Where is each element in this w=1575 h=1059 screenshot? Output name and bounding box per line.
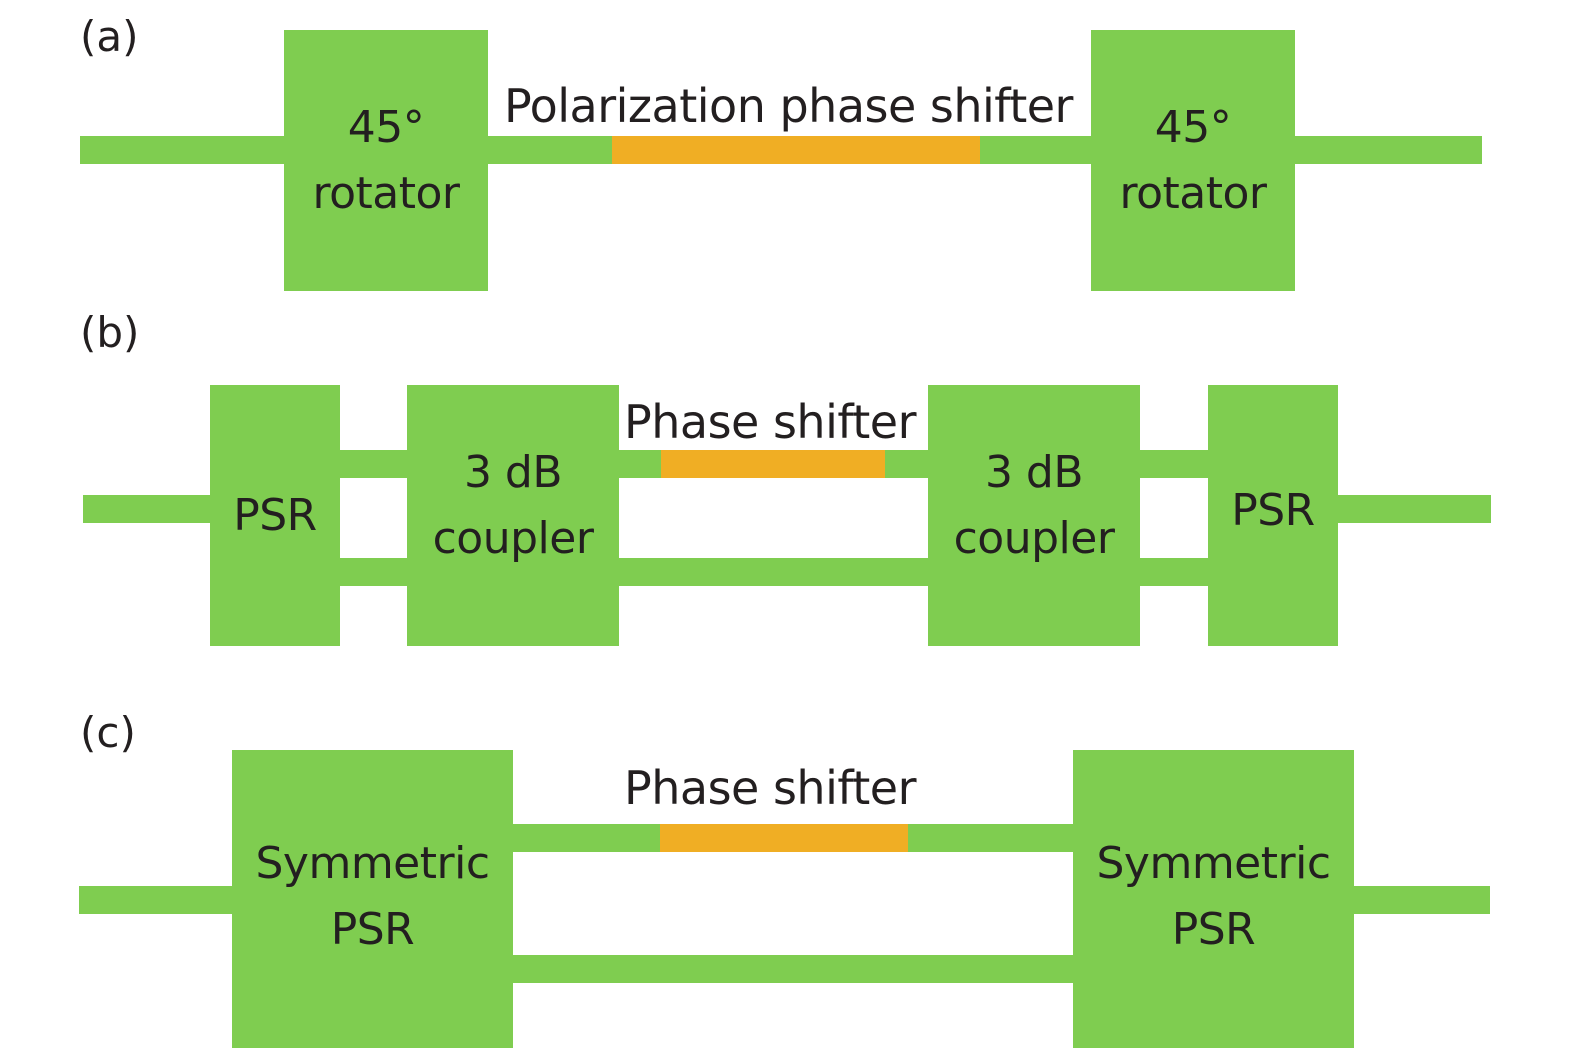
- rotator-block-left: 45° rotator: [284, 30, 488, 291]
- block-line: PSR: [330, 904, 415, 955]
- block-line: PSR: [233, 489, 317, 541]
- phase-shifter-section: [661, 450, 885, 478]
- block-line: rotator: [312, 167, 460, 219]
- coupler-block-right: 3 dB coupler: [928, 385, 1140, 646]
- block-line: coupler: [953, 512, 1115, 564]
- rotator-block-right: 45° rotator: [1091, 30, 1295, 291]
- block-line: 45°: [1154, 101, 1232, 153]
- block-line: PSR: [1171, 904, 1256, 955]
- output-waveguide: [1338, 495, 1491, 523]
- coupler-block-left: 3 dB coupler: [407, 385, 619, 646]
- block-line: coupler: [432, 512, 594, 564]
- block-line: Symmetric: [1096, 838, 1331, 889]
- panel-label: (c): [80, 708, 136, 757]
- phase-shifter-label: Phase shifter: [622, 395, 919, 449]
- block-line: Symmetric: [255, 838, 490, 889]
- panel-label: (a): [80, 12, 139, 61]
- input-waveguide: [79, 886, 234, 914]
- panel-label: (b): [80, 308, 140, 357]
- block-line: 3 dB: [984, 446, 1084, 498]
- phase-shifter-label: Phase shifter: [624, 761, 917, 815]
- phase-shifter-label: Polarization phase shifter: [500, 80, 1077, 132]
- phase-shifter-section: [660, 824, 908, 852]
- psr-block-right: PSR: [1208, 385, 1338, 646]
- lower-arm-waveguide: [512, 955, 1074, 983]
- phase-shifter-section: [612, 136, 980, 164]
- block-line: 45°: [347, 101, 425, 153]
- psr-block-left: PSR: [210, 385, 340, 646]
- block-line: PSR: [1231, 484, 1315, 536]
- block-line: rotator: [1119, 167, 1267, 219]
- input-waveguide: [83, 495, 213, 523]
- output-waveguide: [1352, 886, 1490, 914]
- block-line: 3 dB: [463, 446, 563, 498]
